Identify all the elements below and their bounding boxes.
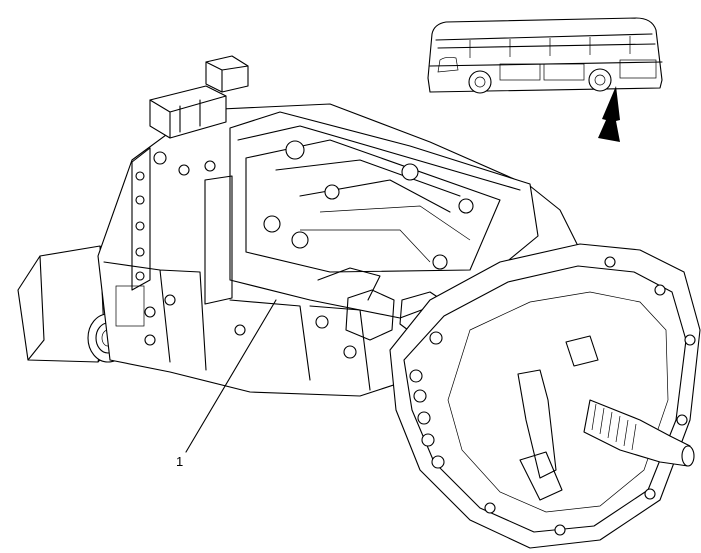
callout-leader-line — [185, 299, 277, 453]
callout-label-1: 1 — [176, 454, 184, 469]
bus-locator-illustration — [427, 17, 663, 94]
bell-housing-bolts — [409, 256, 696, 536]
locator-arrow-icon — [598, 86, 620, 142]
transmission-assembly — [17, 55, 701, 549]
